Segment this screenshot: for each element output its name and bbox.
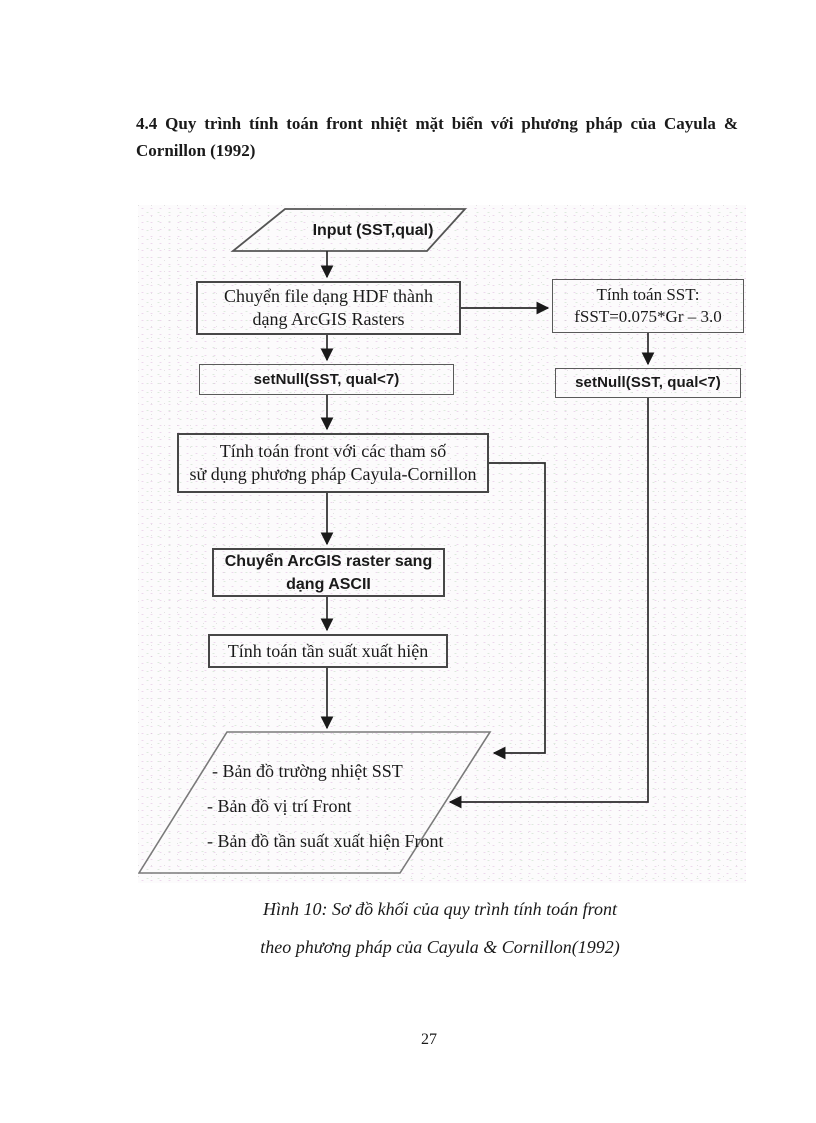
node-text-line: Tính toán front với các tham số xyxy=(219,441,447,461)
figure-caption-line2: theo phương pháp của Cayula & Cornillon(… xyxy=(260,937,620,957)
node-text-line: Chuyển ArcGIS raster sang xyxy=(224,552,433,570)
page-number: 27 xyxy=(421,1031,437,1048)
connector-setnull-right-to-output xyxy=(448,398,649,809)
input-parallelogram-shape xyxy=(230,208,468,252)
output-item-front-position-map: - Bản đồ vị trí Front xyxy=(207,796,352,816)
flow-node-frequency: Tính toán tần suất xuất hiện xyxy=(208,634,448,668)
section-heading-line2: Cornillon (1992) xyxy=(136,141,256,160)
flow-node-hdf-convert: Chuyển file dạng HDF thành dạng ArcGIS R… xyxy=(196,281,461,335)
output-item-front-frequency-map: - Bản đồ tần suất xuất hiện Front xyxy=(207,831,444,851)
node-text-line: setNull(SST, qual<7) xyxy=(253,370,400,388)
figure-caption-line1: Hình 10: Sơ đồ khối của quy trình tính t… xyxy=(263,899,617,919)
flow-node-setnull-left: setNull(SST, qual<7) xyxy=(199,364,454,395)
connector-front-to-output xyxy=(489,462,546,760)
flow-node-setnull-right: setNull(SST, qual<7) xyxy=(555,368,741,398)
node-text-line: fSST=0.075*Gr – 3.0 xyxy=(574,307,722,326)
node-text-line: dạng ArcGIS Rasters xyxy=(252,309,405,329)
section-heading-line1: 4.4 Quy trình tính toán front nhiệt mặt … xyxy=(136,114,738,133)
node-text-line: setNull(SST, qual<7) xyxy=(575,374,721,391)
flow-node-input-label: Input (SST,qual) xyxy=(312,222,434,239)
output-item-sst-map: - Bản đồ trường nhiệt SST xyxy=(212,761,403,781)
flow-node-sst-calc: Tính toán SST: fSST=0.075*Gr – 3.0 xyxy=(552,279,744,333)
node-text-line: Chuyển file dạng HDF thành xyxy=(224,286,433,306)
section-heading: 4.4 Quy trình tính toán front nhiệt mặt … xyxy=(136,110,738,164)
figure-caption: Hình 10: Sơ đồ khối của quy trình tính t… xyxy=(60,890,816,966)
node-text-line: Tính toán tần suất xuất hiện xyxy=(227,640,429,661)
flowchart-figure: Input (SST,qual) Chuyển file dạng HDF th… xyxy=(138,205,746,883)
node-text-line: sử dụng phương pháp Cayula-Cornillon xyxy=(189,464,477,484)
node-text-line: dạng ASCII xyxy=(286,575,371,593)
node-text-line: Tính toán SST: xyxy=(596,285,700,304)
flowchart-connectors xyxy=(138,208,655,874)
flow-node-ascii-convert: Chuyển ArcGIS raster sang dạng ASCII xyxy=(212,548,445,597)
flow-node-front-detect: Tính toán front với các tham số sử dụng … xyxy=(177,433,489,493)
output-parallelogram-shape xyxy=(138,731,492,874)
